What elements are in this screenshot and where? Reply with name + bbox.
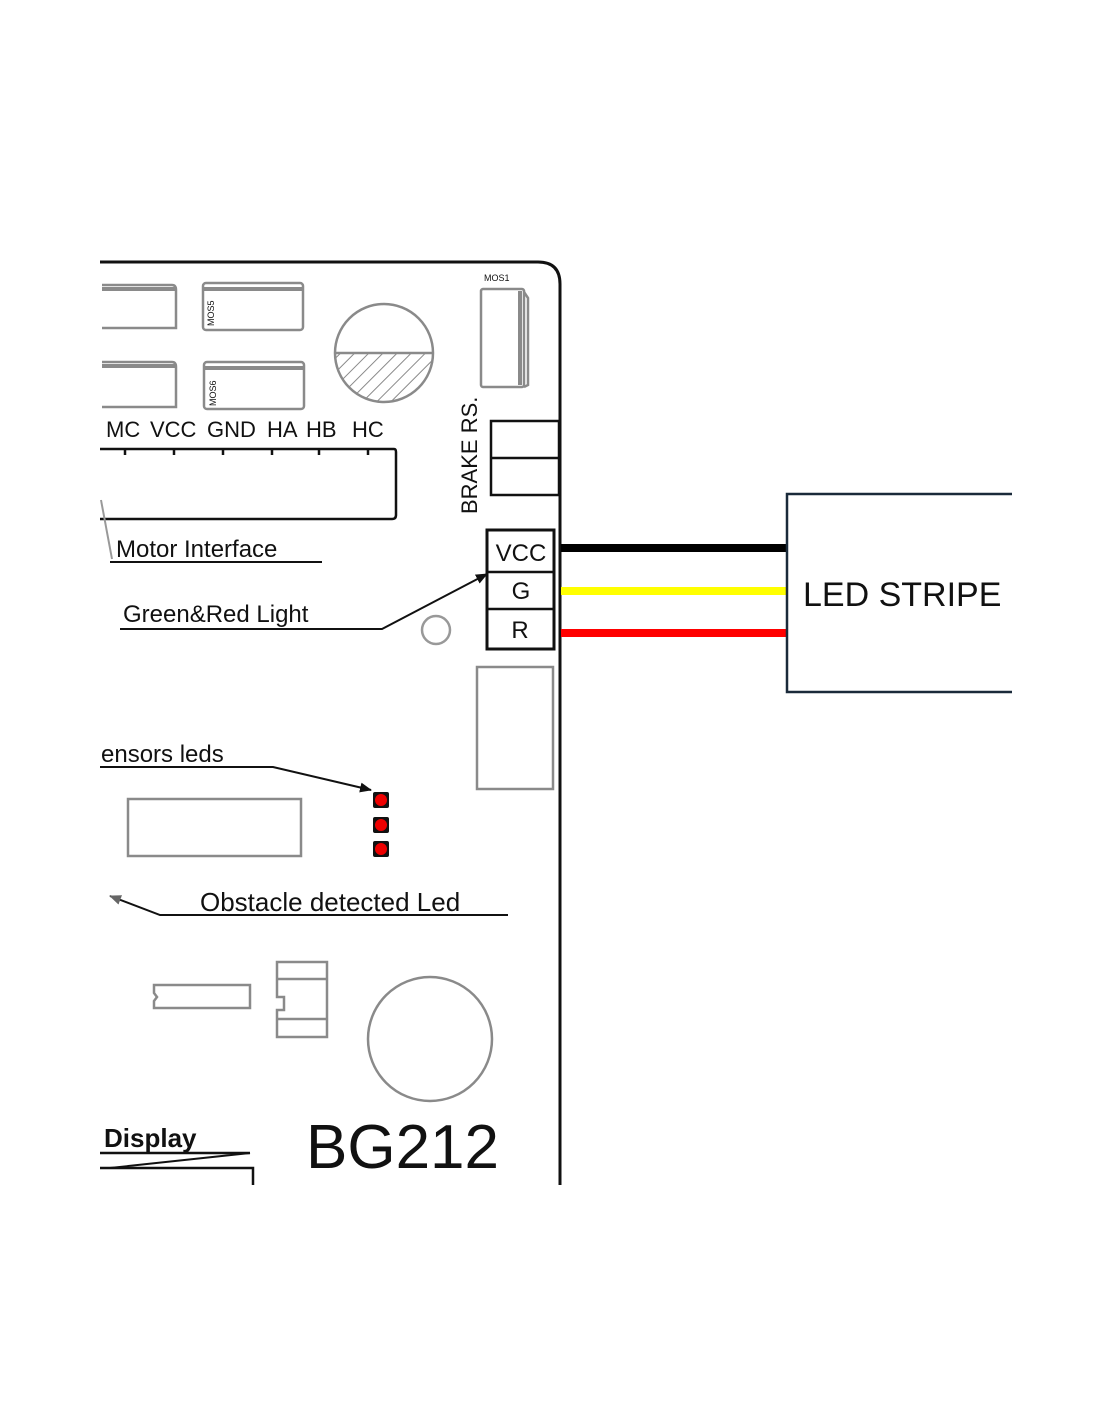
mos5-component: MOS5: [201, 281, 305, 332]
motor-connector: [100, 447, 398, 521]
connector-pin-vcc: VCC: [496, 540, 547, 567]
mounting-hole: [420, 614, 452, 646]
display-callout: Display: [100, 1123, 255, 1185]
motor-pin-mc: MC: [106, 417, 140, 442]
motor-pin-ha: HA: [267, 417, 298, 442]
green-red-light-label: Green&Red Light: [123, 601, 309, 628]
led-connector: VCC G R: [485, 528, 556, 651]
display-label: Display: [104, 1123, 197, 1153]
motor-interface-label: Motor Interface: [116, 536, 277, 563]
component-block: [275, 960, 329, 1039]
transistor-top-left: [102, 283, 178, 330]
mos5-label: MOS5: [206, 300, 216, 326]
sensor-led-2: [375, 819, 387, 831]
motor-interface-callout: Motor Interface: [100, 499, 322, 563]
mos6-label: MOS6: [208, 380, 218, 406]
mos1-label: MOS1: [484, 273, 510, 283]
component-small-rect: [152, 983, 252, 1010]
motor-pin-hc: HC: [352, 417, 384, 442]
component-right-rect: [475, 665, 555, 791]
motor-pin-hb: HB: [306, 417, 337, 442]
capacitor-round: [366, 975, 494, 1103]
sensor-led-3: [375, 843, 387, 855]
motor-pin-vcc: VCC: [150, 417, 197, 442]
capacitor-hatched: [333, 302, 435, 404]
connector-pin-r: R: [511, 617, 528, 644]
motor-pin-labels: MC VCC GND HA HB HC: [106, 417, 384, 442]
sensors-leds-callout: ensors leds: [100, 741, 372, 793]
component-left-rect: [126, 797, 303, 858]
brake-rs-label: BRAKE RS.: [457, 397, 482, 514]
board-model-label: BG212: [306, 1113, 499, 1182]
green-red-light-callout: Green&Red Light: [120, 573, 488, 630]
led-stripe-box: LED STRIPE: [785, 492, 1012, 694]
mos6-component: MOS6: [202, 360, 306, 411]
connector-pin-g: G: [512, 578, 531, 605]
led-stripe-label: LED STRIPE: [803, 576, 1001, 614]
sensor-leds: [373, 792, 389, 857]
sensor-led-1: [375, 794, 387, 806]
obstacle-led-callout: Obstacle detected Led: [109, 887, 508, 917]
brake-connector: [489, 419, 561, 497]
mos1-component: MOS1: [479, 273, 530, 389]
motor-pin-gnd: GND: [207, 417, 256, 442]
sensors-leds-label: ensors leds: [101, 741, 224, 768]
transistor-mid-left: [102, 360, 178, 409]
obstacle-led-label: Obstacle detected Led: [200, 887, 460, 917]
board-outline: [100, 260, 562, 1185]
